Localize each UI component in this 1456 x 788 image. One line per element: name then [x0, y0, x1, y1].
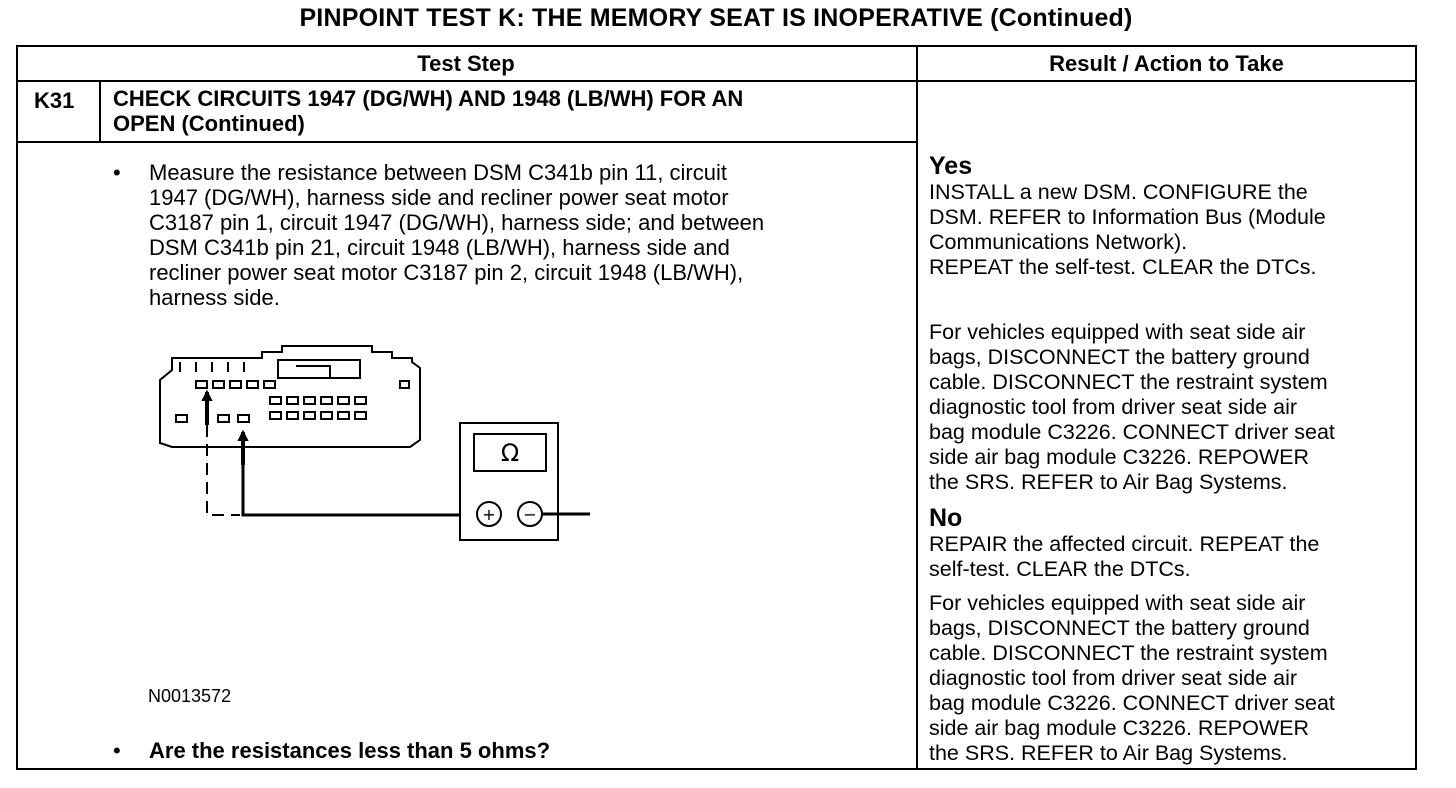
no-note-line: For vehicles equipped with seat side air: [929, 591, 1306, 615]
instruction-bullet: •: [113, 160, 121, 185]
step-title-divider: [16, 141, 917, 143]
yes-label: Yes: [929, 152, 973, 180]
instruction-line: 1947 (DG/WH), harness side and recliner …: [149, 185, 729, 210]
dsm-connector-illustration: [159, 345, 421, 448]
question-bullet: •: [113, 738, 121, 763]
yes-action-line: INSTALL a new DSM. CONFIGURE the: [929, 180, 1308, 204]
no-note-line: the SRS. REFER to Air Bag Systems.: [929, 741, 1288, 765]
step-id: K31: [34, 88, 75, 113]
instruction-line: C3187 pin 1, circuit 1947 (DG/WH), harne…: [149, 210, 765, 235]
no-action: REPAIR the affected circuit. REPEAT the …: [929, 532, 1319, 582]
no-note: For vehicles equipped with seat side air…: [929, 591, 1335, 766]
instruction-line: harness side.: [149, 285, 280, 310]
yes-note-line: cable. DISCONNECT the restraint system: [929, 370, 1328, 394]
header-divider: [16, 80, 1417, 82]
instruction-text: Measure the resistance between DSM C341b…: [149, 160, 764, 310]
step-title-line: OPEN (Continued): [113, 111, 305, 136]
test-table: [16, 45, 1417, 770]
yes-note-line: diagnostic tool from driver seat side ai…: [929, 395, 1298, 419]
no-note-line: bag module C3226. CONNECT driver seat: [929, 691, 1335, 715]
yes-action-line: REPEAT the self-test. CLEAR the DTCs.: [929, 255, 1317, 279]
instruction-line: Measure the resistance between DSM C341b…: [149, 160, 727, 185]
ohm-symbol: Ω: [501, 439, 519, 467]
dsm-probes: [201, 389, 249, 465]
yes-note-line: bags, DISCONNECT the battery ground: [929, 345, 1310, 369]
yes-note-line: the SRS. REFER to Air Bag Systems.: [929, 470, 1288, 494]
no-note-line: cable. DISCONNECT the restraint system: [929, 641, 1328, 665]
ohmmeter-illustration: [459, 422, 559, 541]
yes-note-line: For vehicles equipped with seat side air: [929, 320, 1306, 344]
no-action-line: REPAIR the affected circuit. REPEAT the: [929, 532, 1320, 556]
yes-note-line: side air bag module C3226. REPOWER: [929, 445, 1310, 469]
yes-action: INSTALL a new DSM. CONFIGURE the DSM. RE…: [929, 180, 1326, 280]
figure-id: N0013572: [148, 686, 232, 706]
no-action-line: self-test. CLEAR the DTCs.: [929, 557, 1191, 581]
instruction-line: DSM C341b pin 21, circuit 1948 (LB/WH), …: [149, 235, 730, 260]
question-text: Are the resistances less than 5 ohms?: [149, 738, 551, 763]
no-note-line: side air bag module C3226. REPOWER: [929, 716, 1310, 740]
yes-note: For vehicles equipped with seat side air…: [929, 320, 1335, 495]
minus-terminal: −: [523, 505, 536, 524]
yes-note-line: bag module C3226. CONNECT driver seat: [929, 420, 1335, 444]
plus-terminal: +: [482, 505, 495, 524]
header-test-step: Test Step: [417, 51, 515, 76]
no-note-line: bags, DISCONNECT the battery ground: [929, 616, 1310, 640]
no-label: No: [929, 504, 963, 532]
yes-action-line: DSM. REFER to Information Bus (Module: [929, 205, 1326, 229]
step-id-divider: [99, 80, 101, 142]
page-title: PINPOINT TEST K: THE MEMORY SEAT IS INOP…: [299, 4, 1133, 32]
step-title-line: CHECK CIRCUITS 1947 (DG/WH) AND 1948 (LB…: [113, 86, 744, 111]
step-title: CHECK CIRCUITS 1947 (DG/WH) AND 1948 (LB…: [113, 86, 743, 136]
yes-action-line: Communications Network).: [929, 230, 1188, 254]
instruction-line: recliner power seat motor C3187 pin 2, c…: [149, 260, 744, 285]
column-divider: [916, 45, 918, 770]
no-note-line: diagnostic tool from driver seat side ai…: [929, 666, 1298, 690]
wiring-diagram: Ω + −: [159, 345, 590, 541]
header-result-action: Result / Action to Take: [1049, 51, 1284, 76]
